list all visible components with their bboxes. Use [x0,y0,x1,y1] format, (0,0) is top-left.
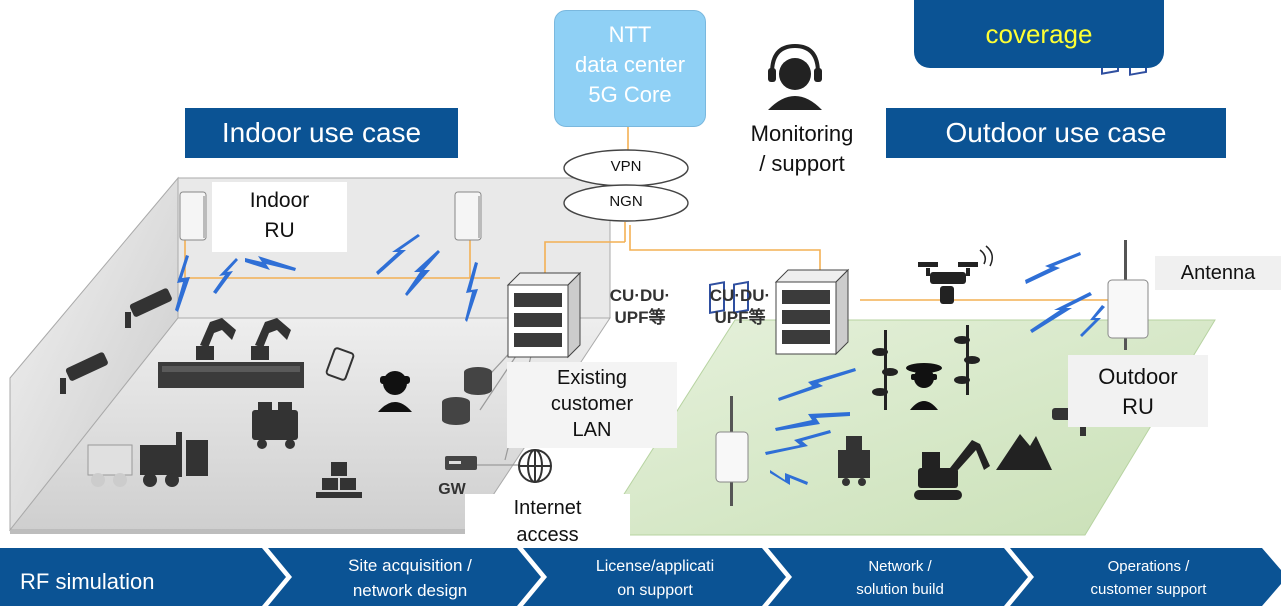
indoor-floor-front [10,530,470,534]
datacenter-line3: 5G Core [588,82,672,107]
process-step-2-line2: network design [352,581,468,600]
lightning-signal-icon [175,234,1105,485]
camera-icon [60,352,108,394]
process-step-1-shape [0,548,286,606]
gateway-icon [445,456,477,470]
process-step-4-line2: solution build [856,581,944,598]
process-step-3-shape [523,548,786,606]
server-rack-icon [506,271,582,359]
monitoring-line1: Monitoring [750,121,854,146]
process-step-4-line1: Network / [868,558,932,575]
existing-lan-line3: LAN [572,419,612,441]
globe-icon [518,449,552,483]
server-label-right-line1: CU·DU· [709,286,771,305]
ngn-ellipse [563,184,689,222]
camera-icon [125,288,172,328]
process-step-2-line1: Site acquisition / [348,556,472,575]
process-step-3-line1: License/applicati [595,558,715,575]
outdoor-use-case-title: Outdoor use case [886,108,1226,158]
existing-lan-line2: customer [550,393,634,415]
ngn-label: NGN [609,193,643,210]
internet-access-box: Internet access [465,494,630,550]
indoor-ru-line1: Indoor [249,189,310,212]
outdoor-ru-label-box: Outdoor RU [1068,355,1208,427]
internet-line1: Internet [513,497,582,519]
process-step-1-label: RF simulation [20,569,155,594]
gw-label: GW [438,481,466,498]
process-bar [0,548,1281,606]
outdoor-ru-line2: RU [1122,394,1154,419]
server-rack-icon [774,268,850,356]
datacenter-line2: data center [574,52,686,77]
conveyor-icon [158,362,304,388]
coverage-label: coverage [985,18,1093,49]
process-step-3-line2: on support [617,582,693,599]
excavator-icon [914,440,990,500]
process-step-5-line2: customer support [1090,581,1207,598]
antenna-label: Antenna [1180,262,1256,284]
antenna-icon [709,280,749,506]
drone-icon [918,245,993,304]
indoor-use-case-title: Indoor use case [185,108,458,158]
process-step-4-shape [768,548,1028,606]
robot-arm-icon [196,318,291,360]
process-step-2-shape [268,548,541,606]
antenna-icon [1101,39,1149,350]
indoor-ru-line2: RU [264,219,295,242]
datacenter-line1: NTT [608,22,652,47]
process-step-5-line1: Operations / [1107,558,1190,575]
crop-icon [872,325,980,410]
existing-lan-line1: Existing [556,367,628,389]
internet-line2: access [516,524,579,546]
antenna-label-box: Antenna [1155,256,1281,290]
datacenter-box: NTT data center 5G Core [554,10,706,127]
radio-unit-icon [179,191,207,241]
existing-lan-box: Existing customer LAN [507,362,677,448]
radio-unit-icon [454,191,482,241]
vpn-label: VPN [610,158,642,175]
process-step-5-shape [1010,548,1281,606]
agri-robot-icon [838,436,870,486]
server-label-right-line2: UPF等 [714,308,766,327]
agv-robot-icon [252,402,298,449]
server-label-left-line2: UPF等 [614,308,666,327]
worker-icon [378,371,412,412]
headset-operator-icon [768,43,822,110]
coverage-badge: coverage [914,0,1164,68]
outdoor-ru-line1: Outdoor [1098,364,1178,389]
indoor-ru-label-box: Indoor RU [212,182,347,252]
phone-icon [325,347,355,381]
mountain-icon [996,434,1052,470]
pallet-icon [316,462,362,498]
monitoring-line2: / support [759,151,845,176]
farmer-icon [906,363,942,410]
outdoor-field [597,319,1216,536]
database-icon [442,367,492,425]
server-label-left-line1: CU·DU· [609,286,671,305]
forklift-icon [87,432,208,487]
